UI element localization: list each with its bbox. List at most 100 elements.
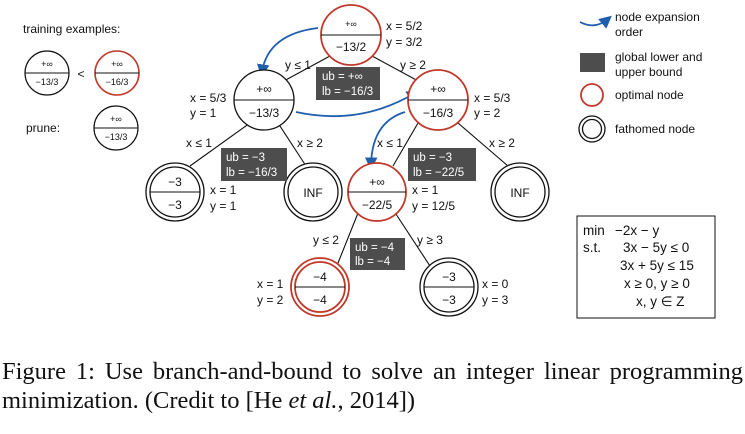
edge-label-rl-rll: y ≤ 2: [313, 233, 339, 247]
training-node-left: +∞ −13/3: [24, 50, 70, 96]
node-left: +∞ −13/3: [233, 69, 295, 131]
edge-label-right-rl: x ≤ 1: [377, 136, 403, 150]
less-than-sign: <: [77, 67, 84, 81]
edge-label-root-right: y ≥ 2: [400, 58, 426, 72]
edge-label-left-ll: x ≤ 1: [186, 136, 212, 150]
rl-x: x = 1: [412, 183, 439, 197]
rll-x: x = 1: [257, 277, 284, 291]
edge-label-rl-rlr: y ≥ 3: [417, 233, 443, 247]
edge-root-right: [371, 55, 421, 83]
svg-text:fathomed node: fathomed node: [615, 122, 695, 136]
arrow-root-to-left: [256, 27, 319, 77]
right-y: y = 2: [474, 106, 501, 120]
ll-y: y = 1: [210, 199, 237, 213]
svg-text:−13/3: −13/3: [249, 106, 280, 120]
root-x: x = 5/2: [386, 19, 423, 33]
edge-rl-rlr: [391, 207, 431, 267]
arrow-right-to-rl: [364, 111, 406, 171]
training-examples-title: training examples:: [23, 22, 120, 36]
svg-text:+∞: +∞: [430, 82, 446, 96]
edge-label-left-lr: x ≥ 2: [297, 136, 323, 150]
edge-label-right-rr: x ≥ 2: [489, 136, 515, 150]
svg-text:−13/3: −13/3: [36, 77, 59, 87]
edge-right-rr: [457, 122, 509, 167]
legend: node expansion order global lower and up…: [578, 10, 702, 143]
training-node-right: +∞ −16/3: [94, 50, 140, 96]
arrow-left-to-right: [295, 90, 420, 118]
svg-text:−3: −3: [168, 198, 182, 212]
branch-and-bound-diagram: training examples: +∞ −13/3 < +∞ −16/3 p…: [23, 4, 716, 319]
lp-constraint-3: x ≥ 0, y ≥ 0: [624, 276, 690, 291]
bound-box-1: ub = +∞ lb = −16/3: [316, 67, 380, 100]
svg-text:ub = −4: ub = −4: [355, 242, 395, 254]
node-ll: −3 −3: [145, 162, 205, 222]
svg-text:lb = −16/3: lb = −16/3: [226, 167, 277, 179]
svg-text:+∞: +∞: [345, 19, 357, 29]
lp-min-keyword: min: [583, 223, 605, 238]
rl-y: y = 12/5: [412, 199, 455, 213]
node-rr: INF: [490, 162, 550, 222]
bound-box-2: ub = −3 lb = −16/3: [221, 148, 287, 181]
legend-bound-swatch: [580, 53, 605, 72]
left-x: x = 5/3: [190, 91, 227, 105]
legend-optimal-icon: [580, 83, 604, 107]
svg-text:INF: INF: [510, 186, 529, 200]
svg-text:ub = −3: ub = −3: [226, 152, 265, 164]
bound-box-3: ub = −3 lb = −22/5: [408, 148, 476, 181]
svg-text:−3: −3: [168, 175, 182, 189]
svg-text:+∞: +∞: [110, 114, 122, 124]
rlr-y: y = 3: [482, 293, 509, 307]
svg-text:upper bound: upper bound: [615, 65, 682, 79]
expansion-arrows: [256, 27, 420, 171]
training-node-prune: +∞ −13/3: [93, 105, 139, 151]
edge-left-lr: [277, 122, 307, 167]
edge-rl-rll: [335, 207, 361, 269]
svg-text:optimal node: optimal node: [615, 88, 684, 102]
svg-text:lb = −16/3: lb = −16/3: [322, 86, 373, 98]
svg-text:+∞: +∞: [369, 175, 385, 189]
lp-constraint-4: x, y ∈ Z: [636, 294, 685, 309]
svg-text:INF: INF: [303, 186, 322, 200]
edge-left-ll: [189, 122, 251, 167]
svg-text:lb = −4: lb = −4: [355, 256, 391, 268]
ll-x: x = 1: [210, 183, 237, 197]
svg-text:ub = −3: ub = −3: [413, 152, 452, 164]
node-lr: INF: [283, 162, 343, 222]
svg-text:ub = +∞: ub = +∞: [322, 71, 363, 83]
svg-text:global lower and: global lower and: [615, 50, 702, 64]
node-rl: +∞ −22/5: [347, 162, 407, 222]
node-rll: −4 −4: [290, 257, 350, 317]
svg-text:+∞: +∞: [111, 59, 123, 69]
node-rlr: −3 −3: [419, 257, 479, 317]
svg-text:lb = −22/5: lb = −22/5: [413, 167, 464, 179]
root-y: y = 3/2: [386, 35, 423, 49]
tree-edges: [189, 55, 509, 269]
svg-text:−3: −3: [442, 293, 456, 307]
edge-right-rl: [392, 122, 419, 167]
lp-st-keyword: s.t.: [583, 240, 601, 255]
node-root: +∞ −13/2: [320, 4, 382, 66]
lp-formulation-box: min −2x − y s.t. 3x − 5y ≤ 0 3x + 5y ≤ 1…: [576, 215, 716, 319]
lp-objective: −2x − y: [615, 223, 660, 238]
rlr-x: x = 0: [482, 277, 509, 291]
svg-text:−13/2: −13/2: [336, 40, 367, 54]
edge-label-root-left: y ≤ 1: [285, 58, 311, 72]
lp-constraint-2: 3x + 5y ≤ 15: [620, 258, 694, 273]
svg-text:−4: −4: [313, 270, 327, 284]
svg-text:−13/3: −13/3: [105, 132, 128, 142]
node-right: +∞ −16/3: [407, 69, 469, 131]
svg-text:node expansion: node expansion: [615, 10, 700, 24]
svg-text:−16/3: −16/3: [106, 77, 129, 87]
bound-box-4: ub = −4 lb = −4: [350, 238, 405, 270]
prune-label: prune:: [26, 121, 60, 135]
right-x: x = 5/3: [474, 91, 511, 105]
svg-text:−22/5: −22/5: [362, 198, 393, 212]
svg-text:−4: −4: [313, 293, 327, 307]
svg-text:+∞: +∞: [41, 59, 53, 69]
svg-text:−3: −3: [442, 270, 456, 284]
legend-arrow-icon: [579, 15, 612, 29]
figure-caption: Figure 1: Use branch-and-bound to solve …: [2, 358, 743, 414]
edge-root-left: [281, 55, 331, 83]
svg-text:+∞: +∞: [256, 82, 272, 96]
rll-y: y = 2: [257, 293, 284, 307]
